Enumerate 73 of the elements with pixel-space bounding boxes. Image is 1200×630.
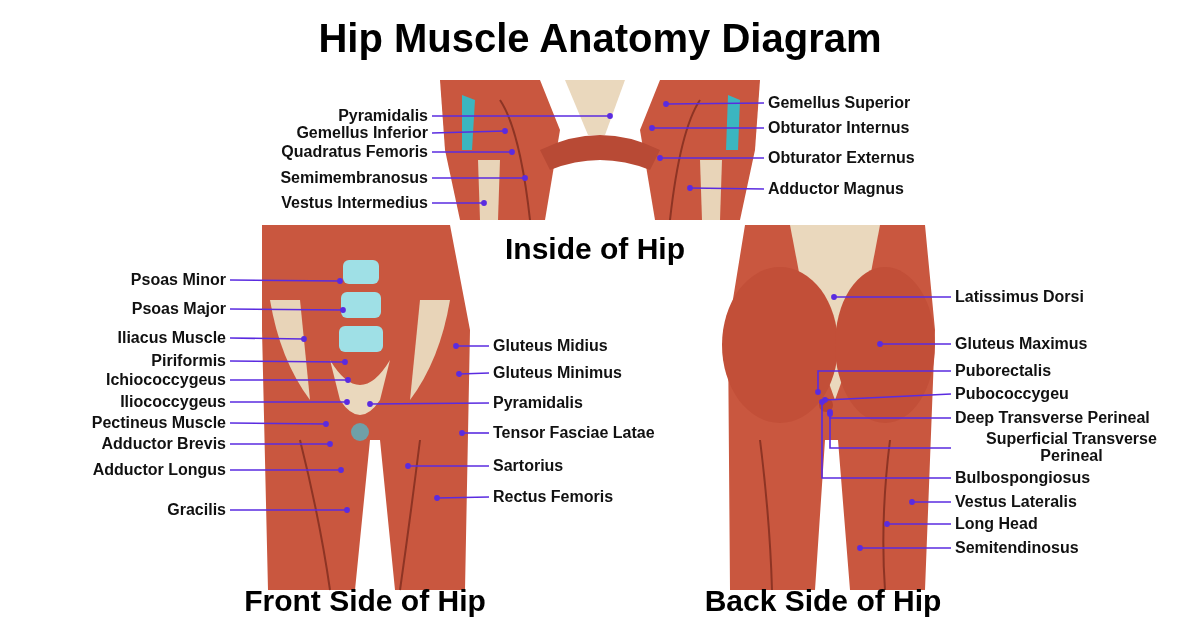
muscle-label: Psoas Minor bbox=[130, 271, 226, 289]
leader-line bbox=[431, 128, 508, 134]
leader-line bbox=[819, 399, 952, 479]
leader-line bbox=[827, 411, 952, 449]
view-caption: Front Side of Hip bbox=[244, 584, 486, 618]
muscle-label: Gemellus Inferior bbox=[296, 124, 428, 142]
muscle-label: Bulbospongiosus bbox=[955, 469, 1091, 487]
leader-line bbox=[229, 399, 350, 405]
leader-line bbox=[857, 545, 952, 551]
leader-line bbox=[453, 343, 490, 349]
muscle-label: Adductor Longus bbox=[92, 461, 226, 479]
muscle-label: Gluteus Maximus bbox=[955, 335, 1088, 353]
leader-line bbox=[663, 101, 765, 107]
muscle-label: Pyramidalis bbox=[338, 107, 428, 125]
leader-line bbox=[909, 499, 952, 505]
muscle-label: Puborectalis bbox=[955, 362, 1052, 380]
leader-line bbox=[229, 377, 351, 383]
leader-line bbox=[229, 421, 329, 427]
muscle-label: Deep Transverse Perineal bbox=[955, 409, 1150, 427]
leader-line bbox=[229, 467, 344, 473]
leader-line bbox=[229, 441, 333, 447]
leader-line bbox=[229, 278, 343, 284]
muscle-label: Iliococcygeus bbox=[120, 393, 226, 411]
muscle-label: Obturator Externus bbox=[768, 149, 915, 167]
muscle-label: Semimembranosus bbox=[280, 169, 428, 187]
leader-line bbox=[822, 393, 952, 403]
leader-line bbox=[459, 430, 490, 436]
muscle-label: Superficial Transverse Perineal bbox=[955, 431, 1188, 465]
muscle-label: Piriformis bbox=[151, 352, 226, 370]
leader-line bbox=[229, 359, 348, 365]
leader-line bbox=[229, 507, 350, 513]
muscle-label: Gemellus Superior bbox=[768, 94, 911, 112]
muscle-label: Gluteus Midius bbox=[493, 337, 608, 355]
leader-line bbox=[456, 371, 490, 377]
muscle-label: Gluteus Minimus bbox=[493, 364, 622, 382]
diagram-title: Hip Muscle Anatomy Diagram bbox=[318, 16, 882, 61]
leader-line bbox=[687, 185, 765, 191]
view-caption: Back Side of Hip bbox=[704, 584, 942, 618]
leader-line bbox=[431, 200, 487, 206]
muscle-label: Sartorius bbox=[493, 457, 564, 475]
leader-line bbox=[884, 521, 952, 527]
leader-line bbox=[229, 307, 346, 313]
muscle-label: Quadratus Femoris bbox=[281, 143, 428, 161]
view-caption: Inside of Hip bbox=[505, 232, 685, 266]
leader-line bbox=[877, 341, 952, 347]
muscle-label: Pectineus Muscle bbox=[91, 414, 226, 432]
leader-line bbox=[431, 175, 528, 181]
muscle-label: Vestus Intermedius bbox=[281, 194, 428, 212]
muscle-label: Psoas Major bbox=[131, 300, 226, 318]
muscle-label: Long Head bbox=[955, 515, 1038, 533]
leader-line bbox=[815, 370, 952, 395]
muscle-label: Rectus Femoris bbox=[493, 488, 614, 506]
muscle-label: Tensor Fasciae Latae bbox=[493, 424, 655, 442]
leader-line bbox=[431, 113, 613, 119]
muscle-label: Latissimus Dorsi bbox=[955, 288, 1084, 306]
leader-line bbox=[367, 401, 490, 407]
muscle-label: Iliacus Muscle bbox=[117, 329, 226, 347]
leader-line bbox=[831, 294, 952, 300]
leader-line bbox=[434, 495, 490, 501]
leader-line bbox=[229, 336, 307, 342]
muscle-label: Pyramidalis bbox=[493, 394, 583, 412]
muscle-label: Pubococcygeu bbox=[955, 385, 1069, 403]
muscle-label: Vestus Lateralis bbox=[955, 493, 1077, 511]
muscle-label: Adductor Brevis bbox=[101, 435, 226, 453]
leader-line bbox=[431, 149, 515, 155]
muscle-label: Adductor Magnus bbox=[768, 180, 904, 198]
leader-line bbox=[827, 409, 952, 419]
muscle-label: Ichiococcygeus bbox=[105, 371, 226, 389]
leader-line bbox=[649, 125, 765, 131]
muscle-label: Semitendinosus bbox=[955, 539, 1079, 557]
leader-line bbox=[405, 463, 490, 469]
muscle-label: Gracilis bbox=[167, 501, 226, 519]
muscle-label: Obturator Internus bbox=[768, 119, 910, 137]
